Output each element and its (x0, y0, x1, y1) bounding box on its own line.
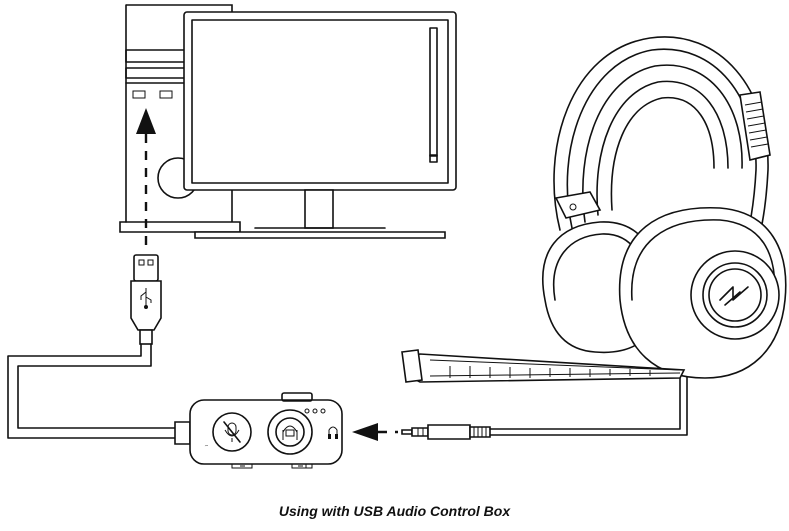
monitor (183, 11, 457, 239)
hyperx-logo-icon (719, 286, 749, 306)
audio-control-box: ~ (174, 392, 343, 469)
usb-cable (7, 343, 176, 439)
diagram-caption: Using with USB Audio Control Box (278, 503, 511, 519)
audio-direction-arrow (352, 423, 398, 441)
audio-plug-35mm (401, 424, 491, 440)
usb-direction-arrow (136, 108, 156, 248)
headphone-jack-icon (328, 426, 338, 439)
headset-cable (489, 369, 688, 436)
svg-text:~: ~ (204, 443, 209, 450)
surround-sound-icon (282, 425, 298, 440)
mic-mute-icon (223, 421, 241, 443)
usb-plug (130, 254, 162, 345)
headset (401, 36, 787, 383)
